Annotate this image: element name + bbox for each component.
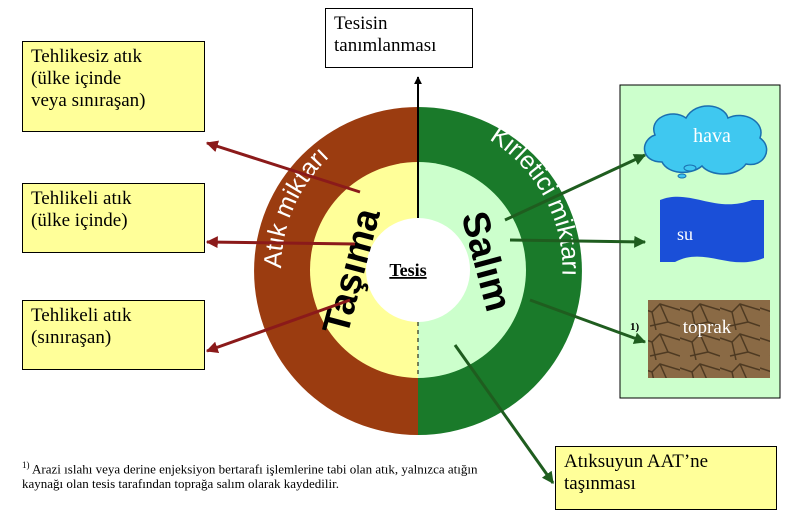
water-flag-icon bbox=[660, 196, 764, 263]
soil-arrow bbox=[529, 298, 647, 344]
wastewater-transfer-box: Atıksuyun AAT’ne taşınması bbox=[555, 446, 777, 510]
soil-image bbox=[648, 300, 770, 378]
facility-identification-box: Tesisin tanımlanması bbox=[325, 8, 473, 68]
air-label: hava bbox=[693, 125, 731, 147]
footnote-text: Arazi ıslahı veya derine enjeksiyon bert… bbox=[22, 461, 478, 492]
facility-label: Tesis bbox=[389, 260, 426, 280]
hazardous-waste-transboundary-box: Tehlikeli atık (sınıraşan) bbox=[22, 300, 205, 370]
footnote: 1) Arazi ıslahı veya derine enjeksiyon b… bbox=[22, 458, 492, 491]
facility-identification-line-2: tanımlanması bbox=[334, 35, 437, 56]
wastewater-transfer-line-1: Atıksuyun AAT’ne bbox=[564, 451, 709, 472]
facility-identification-line-1: Tesisin bbox=[334, 13, 388, 34]
air-cloud-icon bbox=[643, 105, 768, 179]
hazardous-waste-transboundary-line-2: (sınıraşan) bbox=[31, 327, 112, 348]
hazardous-waste-transboundary-line-1: Tehlikeli atık bbox=[31, 305, 132, 326]
facility-circle bbox=[366, 218, 470, 322]
wastewater-transfer-line-2: taşınması bbox=[564, 473, 636, 494]
waste-arrow-3 bbox=[205, 298, 351, 354]
soil-label: toprak bbox=[683, 317, 732, 338]
non-hazardous-waste-line-2: (ülke içinde bbox=[31, 68, 122, 89]
non-hazardous-waste-line-3: veya sınıraşan) bbox=[31, 90, 146, 111]
release-inner-half bbox=[418, 162, 526, 378]
waste-arrow-2 bbox=[205, 236, 356, 249]
soil-footnote-marker: 1) bbox=[630, 321, 640, 333]
hazardous-waste-domestic-line-1: Tehlikeli atık bbox=[31, 188, 132, 209]
non-hazardous-waste-box: Tehlikesiz atık (ülke içinde veya sınıra… bbox=[22, 41, 205, 132]
water-arrow bbox=[509, 235, 647, 248]
air-arrow bbox=[504, 153, 647, 222]
water-label: su bbox=[677, 224, 693, 244]
non-hazardous-waste-line-1: Tehlikesiz atık bbox=[31, 46, 143, 67]
hazardous-waste-domestic-box: Tehlikeli atık (ülke içinde) bbox=[22, 183, 205, 253]
wastewater-arrow bbox=[453, 344, 555, 484]
hazardous-waste-domestic-line-2: (ülke içinde) bbox=[31, 210, 128, 231]
transfer-inner-half bbox=[310, 162, 418, 378]
waste-arrow-1 bbox=[205, 140, 361, 194]
footnote-marker: 1) bbox=[22, 460, 30, 470]
